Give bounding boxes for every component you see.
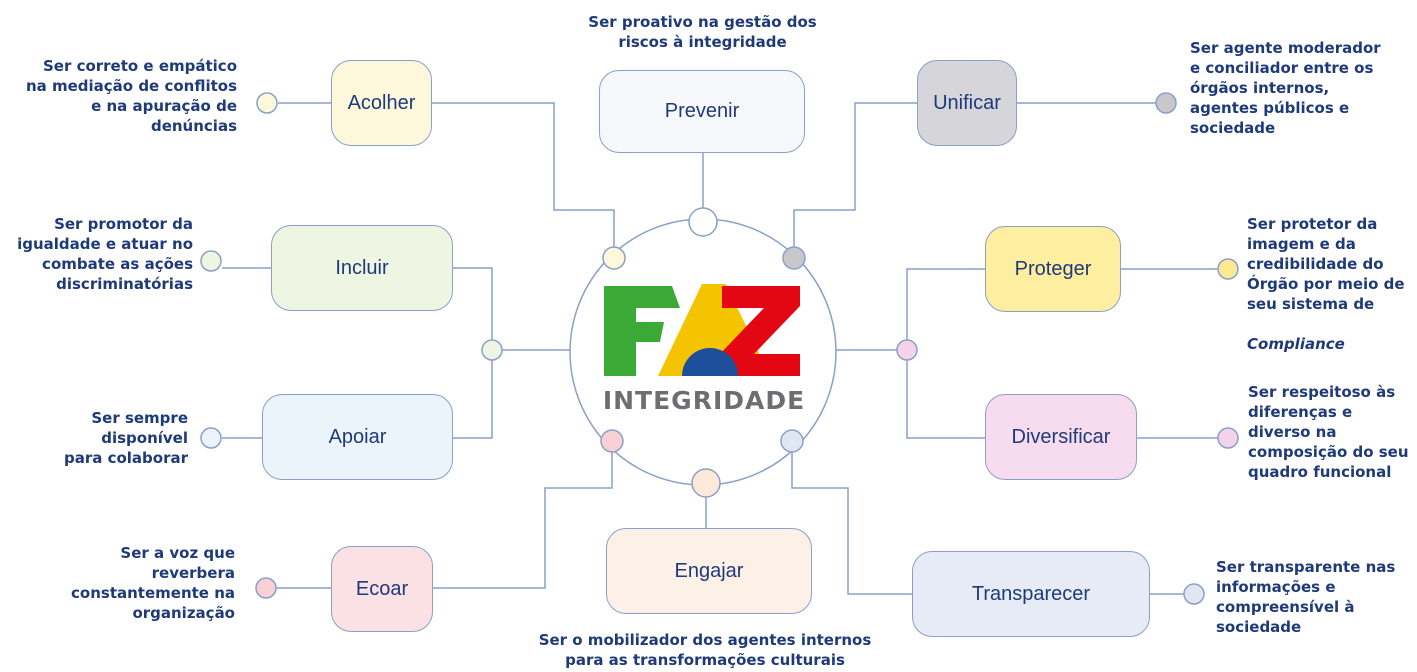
dot-acolher-inner xyxy=(602,246,626,270)
label-engajar: Engajar xyxy=(674,559,744,582)
box-proteger: Proteger xyxy=(985,226,1121,312)
dot-prevenir xyxy=(688,207,718,237)
dot-proteger-diversificar xyxy=(896,339,918,361)
dot-ecoar-outer xyxy=(255,577,277,599)
box-diversificar: Diversificar xyxy=(985,394,1137,480)
desc-transparecer: Ser transparente nas informações e compr… xyxy=(1216,558,1396,636)
logo-wordmark: INTEGRIDADE xyxy=(602,386,806,415)
faz-integridade-logo: INTEGRIDADE xyxy=(602,278,806,418)
desc-incluir: Ser promotor da igualdade e atuar no com… xyxy=(17,215,193,293)
desc-diversificar: Ser respeitoso às diferenças e diverso n… xyxy=(1248,383,1409,481)
dot-transparecer-inner xyxy=(780,429,804,453)
desc-unificar: Ser agente moderador e conciliador entre… xyxy=(1190,39,1381,137)
dot-acolher-outer xyxy=(256,92,278,114)
desc-apoiar: Ser sempre disponível para colaborar xyxy=(63,409,188,467)
dot-unificar-inner xyxy=(782,246,806,270)
dot-diversificar xyxy=(1217,427,1239,449)
faz-letters-logo xyxy=(604,284,800,376)
label-unificar: Unificar xyxy=(933,91,1001,114)
dot-proteger xyxy=(1217,258,1239,280)
label-diversificar: Diversificar xyxy=(1011,425,1111,448)
box-ecoar: Ecoar xyxy=(331,546,433,632)
label-transparecer: Transparecer xyxy=(971,582,1091,605)
box-engajar: Engajar xyxy=(606,528,812,614)
desc-proteger-em: Compliance xyxy=(1247,335,1345,353)
desc-acolher: Ser correto e empático na mediação de co… xyxy=(25,57,237,135)
desc-engajar: Ser o mobilizador dos agentes internos p… xyxy=(538,631,872,669)
label-prevenir: Prevenir xyxy=(664,100,740,122)
dot-unificar-outer xyxy=(1155,92,1177,114)
dot-transparecer-outer xyxy=(1183,583,1205,605)
dot-incluir xyxy=(200,250,222,272)
box-transparecer: Transparecer xyxy=(912,551,1150,637)
label-acolher: Acolher xyxy=(347,91,416,114)
label-apoiar: Apoiar xyxy=(328,425,387,448)
box-prevenir: Prevenir xyxy=(599,70,805,153)
label-ecoar: Ecoar xyxy=(355,577,409,600)
box-incluir: Incluir xyxy=(271,225,453,311)
box-acolher: Acolher xyxy=(331,60,432,146)
dot-apoiar xyxy=(200,427,222,449)
desc-prevenir: Ser proativo na gestão dos riscos à inte… xyxy=(588,13,817,51)
dot-engajar xyxy=(691,468,721,498)
dot-incluir-apoiar xyxy=(481,339,503,361)
desc-ecoar: Ser a voz que reverbera constantemente n… xyxy=(71,544,235,622)
label-incluir: Incluir xyxy=(335,256,389,279)
desc-proteger: Ser protetor da imagem e da credibilidad… xyxy=(1247,194,1415,354)
box-apoiar: Apoiar xyxy=(262,394,453,480)
label-proteger: Proteger xyxy=(1014,257,1092,280)
desc-proteger-text: Ser protetor da imagem e da credibilidad… xyxy=(1247,215,1405,313)
box-unificar: Unificar xyxy=(917,60,1017,146)
dot-ecoar-inner xyxy=(600,429,624,453)
